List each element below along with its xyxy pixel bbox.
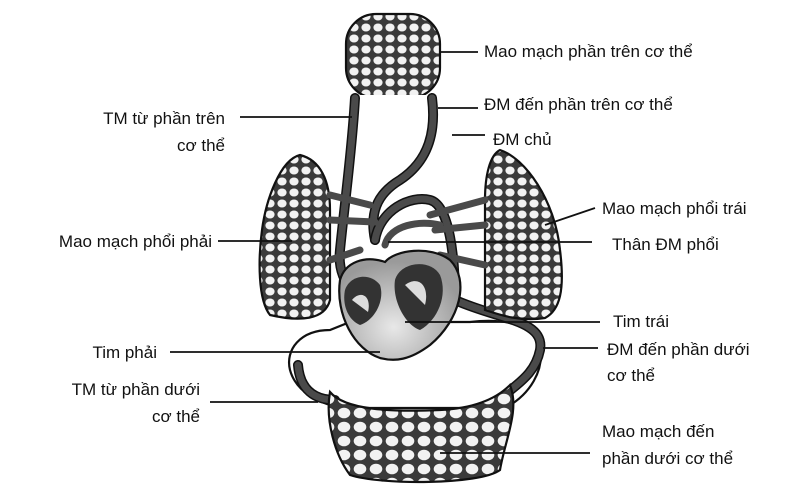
label-artery-upper: ĐM đến phần trên cơ thể <box>484 95 673 114</box>
label-artery-lower: ĐM đến phần dưới <box>607 340 750 359</box>
label-upper-capillaries: Mao mạch phần trên cơ thể <box>484 42 693 61</box>
label-aorta: ĐM chủ <box>493 130 552 149</box>
label-vein-upper-2: cơ thể <box>177 136 225 155</box>
label-artery-lower-2: cơ thể <box>607 366 655 385</box>
lower-capillary-bed <box>327 383 515 484</box>
left-lung <box>483 148 563 321</box>
label-vein-lower: TM từ phần dưới <box>72 380 200 399</box>
label-pulmonary-trunk: Thân ĐM phổi <box>612 235 719 254</box>
label-left-lung-capillaries: Mao mạch phổi trái <box>602 199 747 218</box>
label-left-heart: Tim trái <box>613 312 669 331</box>
artery-upper-body <box>369 94 437 244</box>
label-right-lung-capillaries: Mao mạch phổi phải <box>59 232 212 251</box>
leader-lines <box>170 51 600 454</box>
label-vein-upper: TM từ phần trên <box>103 109 225 128</box>
label-right-heart: Tim phải <box>92 343 157 362</box>
label-lower-capillaries-2: phần dưới cơ thể <box>602 449 733 468</box>
label-lower-capillaries: Mao mạch đến <box>602 422 714 441</box>
right-lung <box>258 153 332 320</box>
label-vein-lower-2: cơ thể <box>152 407 200 426</box>
upper-capillary-bed <box>344 12 442 100</box>
pulmonary-vessels <box>326 191 489 269</box>
